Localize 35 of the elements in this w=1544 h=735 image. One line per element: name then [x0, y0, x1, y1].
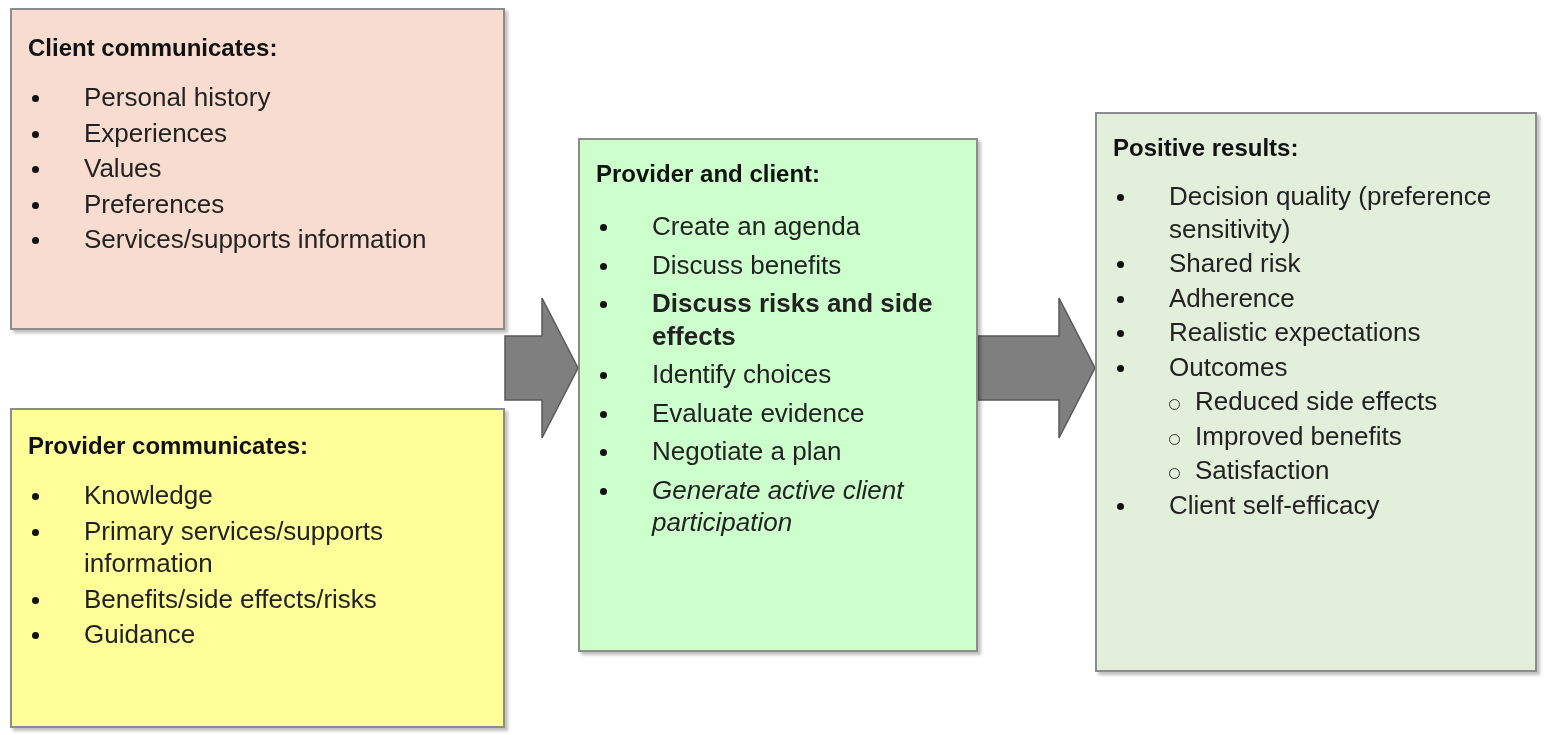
list-item: Improved benefits	[1113, 419, 1519, 452]
list-item: Generate active client participation	[596, 473, 960, 539]
list-item: Discuss benefits	[596, 248, 960, 281]
text-box	[10, 408, 505, 728]
list-item: Shared risk	[1113, 247, 1519, 280]
text-box	[578, 138, 978, 652]
list-item: Knowledge	[28, 479, 487, 512]
list-item: Satisfaction	[1113, 454, 1519, 487]
list-item: Personal history	[28, 81, 487, 114]
list-item: Discuss risks and side effects	[596, 287, 960, 352]
list-item: Adherence	[1113, 281, 1519, 314]
block-arrow	[504, 297, 579, 439]
list-item: Primary services/supports information	[28, 514, 487, 580]
list-item: Outcomes	[1113, 350, 1519, 383]
text-box	[10, 8, 505, 330]
list-item: Identify choices	[596, 358, 960, 391]
list-item: Realistic expectations	[1113, 316, 1519, 349]
box-heading: Provider communicates:	[28, 432, 310, 460]
list-item: Benefits/side effects/risks	[28, 582, 487, 615]
list-item: Preferences	[28, 187, 487, 220]
list-item: Evaluate evidence	[596, 396, 960, 429]
list-item: Experiences	[28, 116, 487, 149]
list-item: Create an agenda	[596, 210, 960, 243]
box-heading: Positive results:	[1113, 134, 1300, 162]
box-heading: Client communicates:	[28, 34, 279, 62]
list-item: Services/supports information	[28, 223, 487, 256]
block-arrow	[977, 297, 1096, 439]
list-item: Decision quality (preference sensitivity)	[1113, 180, 1519, 245]
list-item: Guidance	[28, 618, 487, 651]
text-box	[1095, 112, 1537, 672]
list-item: Reduced side effects	[1113, 385, 1519, 418]
list-item: Values	[28, 152, 487, 185]
list-item: Negotiate a plan	[596, 435, 960, 468]
list-item: Client self-efficacy	[1113, 488, 1519, 521]
box-heading: Provider and client:	[596, 160, 822, 188]
